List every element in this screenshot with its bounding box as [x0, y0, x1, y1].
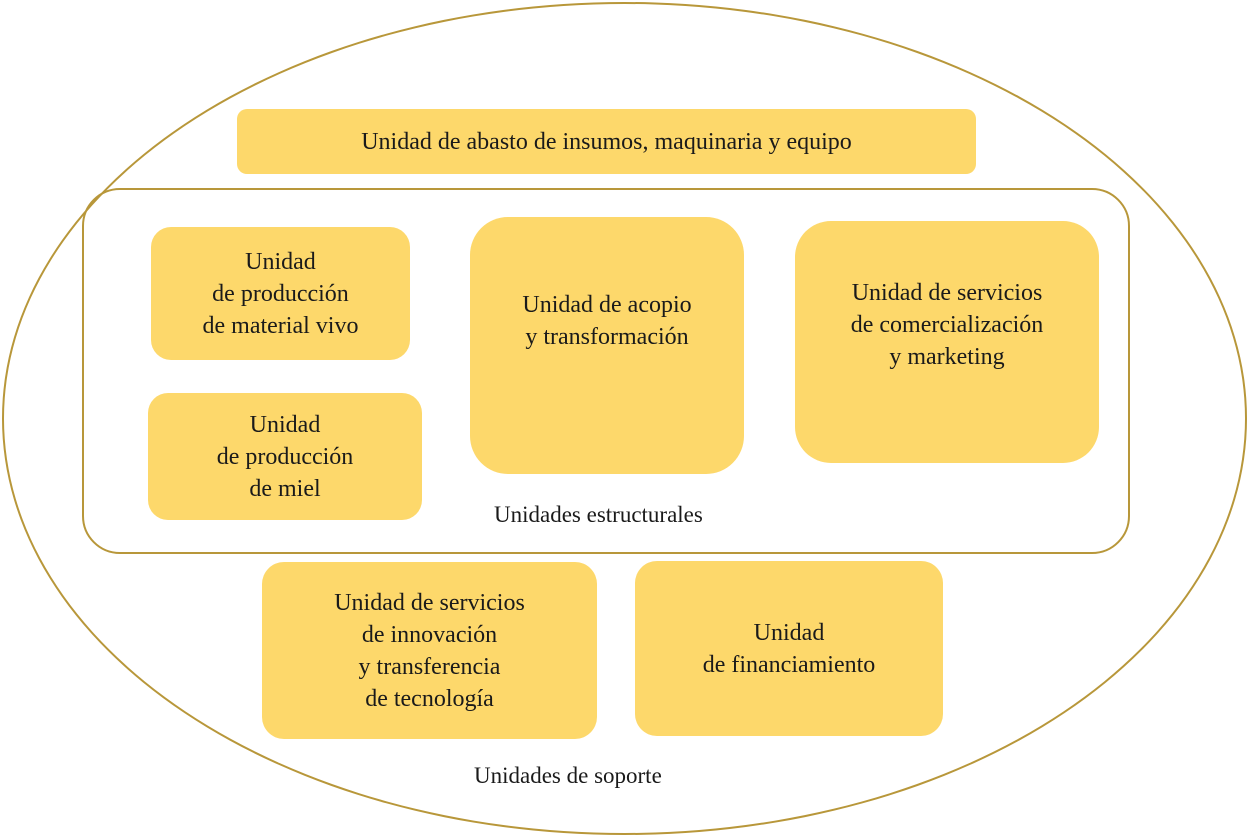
financing-unit-box: Unidad de financiamiento [635, 561, 943, 736]
collection-transformation-unit-box: Unidad de acopio y transformación [470, 217, 744, 474]
structural-units-frame [82, 188, 1130, 554]
live-material-unit-label: Unidad de producción de material vivo [202, 248, 359, 339]
supply-unit-label: Unidad de abasto de insumos, maquinaria … [361, 128, 852, 155]
financing-unit-label: Unidad de financiamiento [702, 619, 876, 678]
support-units-label: Unidades de soporte [474, 763, 662, 788]
supply-unit-box: Unidad de abasto de insumos, maquinaria … [237, 109, 976, 174]
collection-transformation-unit-label: Unidad de acopio y transformación [522, 291, 692, 350]
honey-unit-label: Unidad de producción de miel [216, 411, 354, 502]
honey-unit-box: Unidad de producción de miel [148, 393, 422, 520]
innovation-unit-box: Unidad de servicios de innovación y tran… [262, 562, 597, 739]
innovation-unit-label: Unidad de servicios de innovación y tran… [334, 589, 525, 712]
marketing-unit-box: Unidad de servicios de comercialización … [795, 221, 1099, 463]
marketing-unit-label: Unidad de servicios de comercialización … [850, 280, 1044, 370]
live-material-unit-box: Unidad de producción de material vivo [151, 227, 410, 360]
structural-units-label: Unidades estructurales [494, 502, 703, 527]
